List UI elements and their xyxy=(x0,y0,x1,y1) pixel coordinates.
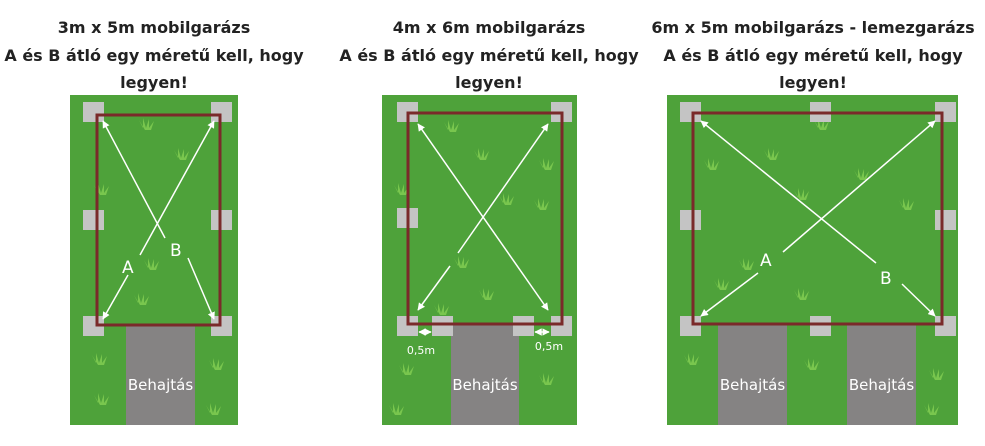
driveway xyxy=(126,325,195,425)
panel-1-title: 3m x 5m mobilgarázs A és B átló egy mére… xyxy=(0,14,319,97)
title-line: A és B átló egy méretű kell, hogy xyxy=(339,45,639,65)
panel-1-diagram: A B Behajtás xyxy=(70,95,238,425)
driveway-1-label: Behajtás xyxy=(720,376,785,394)
gap-right-label: 0,5m xyxy=(535,340,563,353)
driveway xyxy=(451,325,519,425)
driveway-label: Behajtás xyxy=(452,376,517,394)
title-line: 3m x 5m mobilgarázs xyxy=(57,18,251,37)
diagonal-a-label: A xyxy=(122,258,134,278)
diagonal-b-label: B xyxy=(170,241,182,261)
gap-left-label: 0,5m xyxy=(407,344,435,357)
garage-outline xyxy=(406,111,564,326)
diagonal-a-label: A xyxy=(760,251,772,271)
title-line: 4m x 6m mobilgarázs xyxy=(392,18,586,37)
title-line: 6m x 5m mobilgarázs - lemezgarázs xyxy=(651,18,975,37)
foundation-pads xyxy=(680,102,956,336)
diagonal-arrows xyxy=(700,120,936,317)
panel-3-title: 6m x 5m mobilgarázs - lemezgarázs A és B… xyxy=(648,14,978,97)
diagonal-arrows xyxy=(102,120,215,320)
garage-outline xyxy=(691,111,944,326)
driveway-label: Behajtás xyxy=(128,376,193,394)
garage-outline xyxy=(95,113,222,327)
diagonal-arrows xyxy=(417,123,550,336)
diagonal-b-label: B xyxy=(880,269,892,289)
title-line: A és B átló egy méretű kell, hogy xyxy=(4,45,304,65)
title-line: A és B átló egy méretű kell, hogy xyxy=(663,45,963,65)
driveway-2 xyxy=(847,325,916,425)
panel-2-diagram: 0,5m 0,5m Behajtás xyxy=(382,95,577,425)
panel-2-title: 4m x 6m mobilgarázs A és B átló egy mére… xyxy=(324,14,654,97)
driveway-2-label: Behajtás xyxy=(849,376,914,394)
title-line: legyen! xyxy=(779,73,847,92)
title-line: legyen! xyxy=(120,73,188,92)
panel-3-diagram: A B Behajtás Behajtás xyxy=(667,95,958,425)
title-line: legyen! xyxy=(455,73,523,92)
driveway-1 xyxy=(718,325,787,425)
